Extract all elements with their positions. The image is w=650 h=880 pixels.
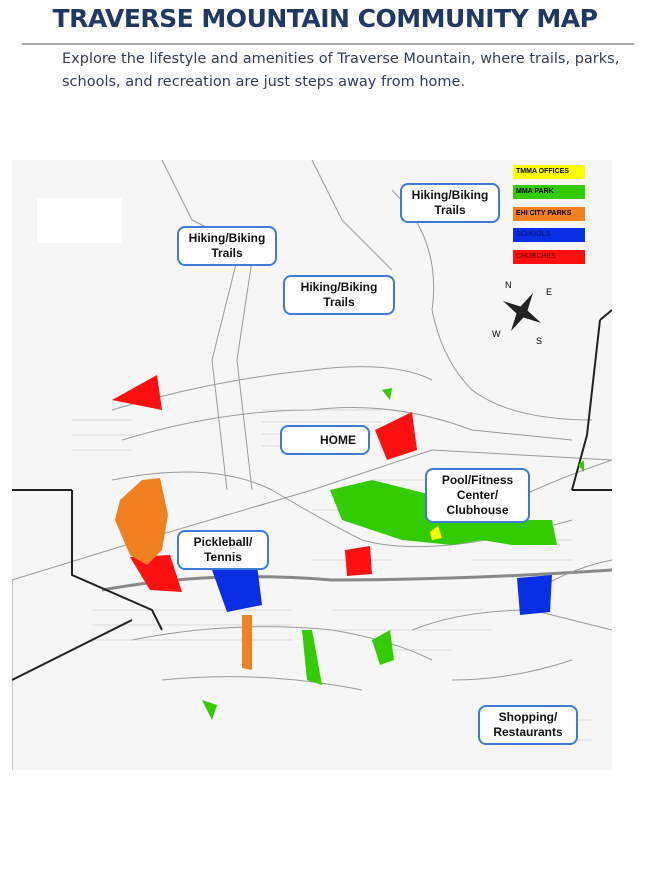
svg-text:N: N (505, 280, 512, 290)
tmma-offices (430, 526, 442, 540)
callout-pool-clubhouse[interactable]: Pool/Fitness Center/ Clubhouse (425, 468, 530, 523)
callout-trails-center[interactable]: Hiking/Biking Trails (283, 275, 395, 315)
legend-churches: CHURCHES (513, 250, 585, 264)
legend-city-parks: EHI CITY PARKS (513, 207, 585, 221)
legend-tmma-park: MMA PARK (513, 185, 585, 199)
schools (212, 565, 552, 615)
svg-text:W: W (492, 329, 501, 339)
svg-text:E: E (546, 287, 552, 297)
callout-trails-northeast[interactable]: Hiking/Biking Trails (400, 183, 500, 223)
legend-schools: SCHOOLS (513, 228, 585, 242)
svg-text:S: S (536, 336, 542, 346)
ehi-city-parks (115, 478, 252, 670)
callout-trails-west[interactable]: Hiking/Biking Trails (177, 226, 277, 266)
title-divider (22, 43, 634, 45)
legend-tmma-offices: TMMA OFFICES (513, 165, 585, 179)
churches (112, 375, 417, 592)
callout-shopping[interactable]: Shopping/ Restaurants (478, 705, 578, 745)
community-map[interactable]: N E S W (12, 160, 612, 770)
compass-icon: N E S W (492, 280, 552, 346)
page-title: TRAVERSE MOUNTAIN COMMUNITY MAP (52, 4, 598, 33)
callout-pickleball-tennis[interactable]: Pickleball/ Tennis (177, 530, 269, 570)
callout-home[interactable]: HOME (280, 425, 370, 455)
page-subtitle: Explore the lifestyle and amenities of T… (62, 51, 620, 90)
